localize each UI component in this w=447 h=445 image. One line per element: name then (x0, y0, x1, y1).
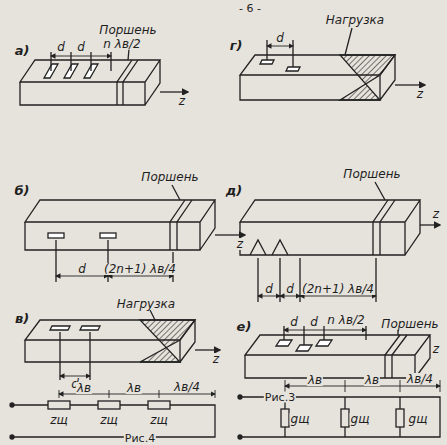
dimension-label: d (77, 263, 87, 275)
panel-letter: б) (13, 184, 30, 197)
dimension-label: d (285, 283, 295, 295)
part-name: Нагрузка (325, 14, 385, 26)
dimension-label: (2n+1) λв/4 (301, 283, 375, 295)
part-name: Поршень (380, 318, 439, 330)
dimension-label: d (275, 32, 285, 44)
page-number: - 6 - (238, 3, 262, 14)
dimension-label: λв (307, 374, 323, 386)
part-name: Поршень (342, 168, 401, 180)
part-name: Поршень (98, 24, 157, 36)
dimension-label: λв (76, 382, 92, 394)
axis-label: z (236, 238, 244, 250)
panel-letter: е) (236, 320, 253, 333)
panel-letter: а) (14, 44, 31, 57)
panel-letter: в) (14, 312, 30, 325)
dimension-label: d (289, 316, 299, 328)
dimension-label: d (264, 283, 274, 295)
figure-caption: Рис.3 (264, 392, 296, 403)
dimension-label: d (76, 41, 86, 53)
part-name: Поршень (140, 171, 199, 183)
panel-letter: г) (229, 39, 244, 52)
panel-letter: д) (225, 184, 243, 197)
impedance-label: zщ (149, 414, 169, 426)
figure-caption: Рис.4 (124, 433, 156, 444)
dimension-label: (2n+1) λв/4 (103, 263, 177, 275)
dimension-label: λв/4 (173, 381, 201, 393)
impedance-label: zщ (49, 414, 69, 426)
dimension-label: d (56, 41, 66, 53)
dimension-label: n λв/2 (326, 314, 365, 326)
impedance-label: zщ (99, 414, 119, 426)
dimension-label: λв (364, 374, 380, 386)
part-name: Нагрузка (116, 298, 176, 310)
axis-label: z (432, 343, 440, 355)
admittance-label: gщ (350, 413, 371, 425)
dimension-label: λв (126, 382, 142, 394)
axis-label: z (432, 208, 440, 220)
axis-label: z (212, 353, 220, 365)
dimension-label: d (309, 316, 319, 328)
admittance-label: gщ (290, 413, 311, 425)
admittance-label: gщ (408, 413, 429, 425)
dimension-label: λв/4 (406, 373, 434, 385)
axis-label: z (416, 88, 424, 100)
dimension-label: n λв/2 (102, 38, 141, 50)
axis-label: z (178, 95, 186, 107)
